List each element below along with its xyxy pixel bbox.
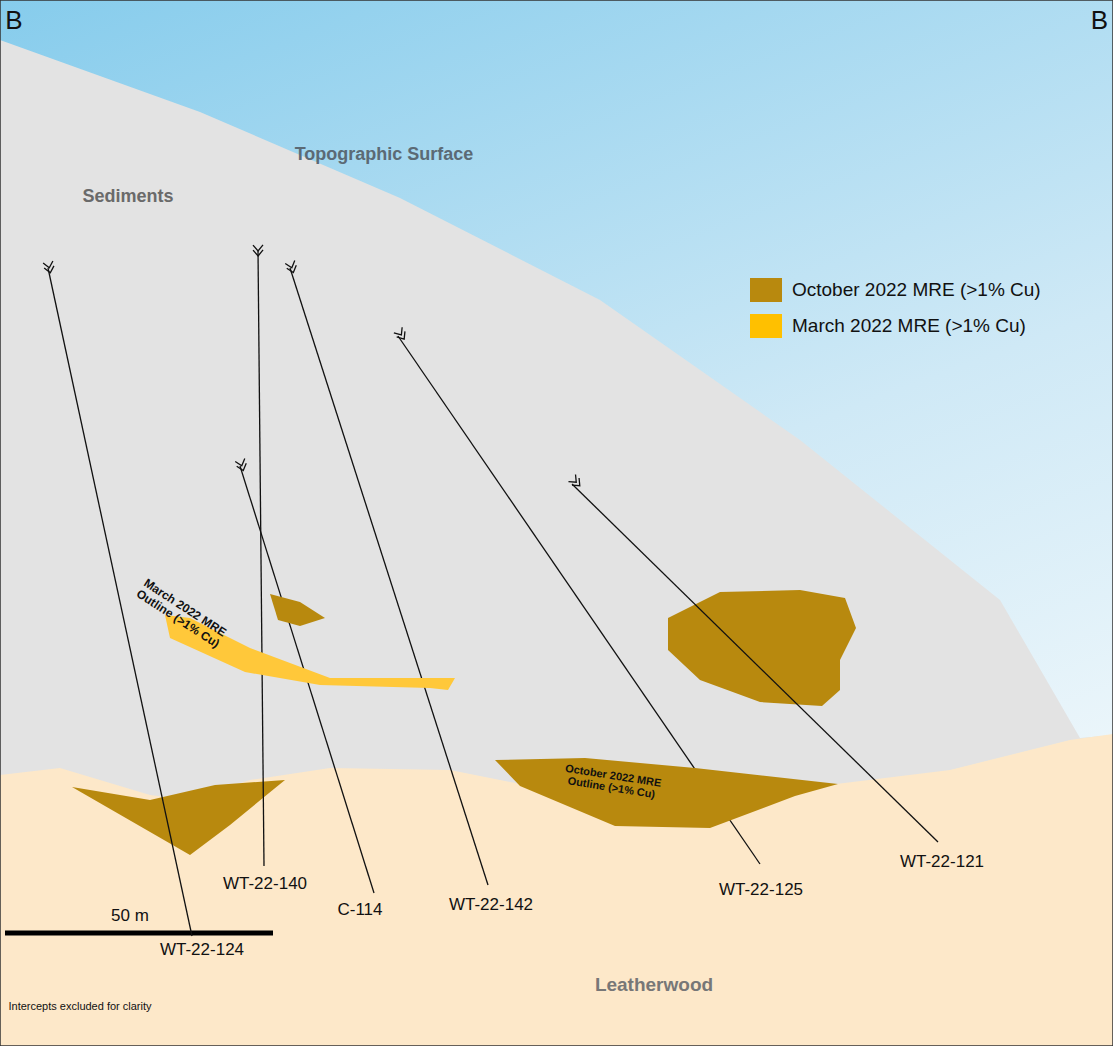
surface-label: Topographic Surface	[295, 145, 474, 165]
legend-text: October 2022 MRE (>1% Cu)	[792, 279, 1041, 301]
corner-letter: B	[5, 6, 22, 35]
collar-symbol	[568, 474, 576, 482]
unit-label: Leatherwood	[595, 975, 713, 996]
scale-bar	[5, 931, 273, 936]
scale-label: 50 m	[111, 907, 149, 926]
march-outline: March 2022 MRE Outline (>1% Cu)	[130, 530, 460, 695]
legend-swatch	[750, 314, 782, 338]
outline-shape	[495, 756, 840, 832]
corner-letter: B	[1091, 6, 1108, 35]
note: Intercepts excluded for clarity	[8, 1000, 151, 1012]
collar-symbol	[397, 331, 405, 339]
hole-id: WT-22-124	[160, 941, 244, 960]
legend-text: March 2022 MRE (>1% Cu)	[792, 315, 1026, 337]
outline-label: March 2022 MRE Outline (>1% Cu)	[124, 570, 239, 657]
hole-id: WT-22-142	[449, 896, 533, 915]
leatherwood-unit	[0, 734, 1113, 1046]
orebody	[270, 594, 325, 626]
drill-trace	[290, 268, 488, 885]
collar-symbol	[44, 266, 54, 273]
hole-id: C-114	[337, 901, 382, 920]
collar-symbol	[285, 260, 295, 267]
legend-row: March 2022 MRE (>1% Cu)	[750, 314, 1026, 338]
outline-fill	[495, 758, 838, 828]
orebody	[72, 780, 285, 855]
legend-swatch	[750, 278, 782, 302]
collar-symbol	[253, 245, 263, 251]
sediments	[0, 40, 1113, 1046]
hole-id: WT-22-125	[719, 881, 803, 900]
collar-symbol	[394, 327, 402, 335]
hole-id: WT-22-121	[900, 853, 984, 872]
collar-symbol	[287, 265, 297, 272]
collar-symbol	[253, 250, 263, 256]
collar-symbol	[43, 261, 53, 268]
collar-symbol	[237, 463, 247, 470]
hole-id: WT-22-140	[223, 875, 307, 894]
collar-symbol	[572, 478, 580, 486]
drill-holes	[43, 245, 938, 936]
orebody	[668, 590, 856, 706]
october-outline: October 2022 MRE Outline (>1% Cu)	[495, 756, 840, 832]
unit-label: Sediments	[82, 187, 173, 207]
legend-row: October 2022 MRE (>1% Cu)	[750, 278, 1041, 302]
drill-trace	[258, 251, 264, 866]
collar-symbol	[235, 459, 245, 466]
